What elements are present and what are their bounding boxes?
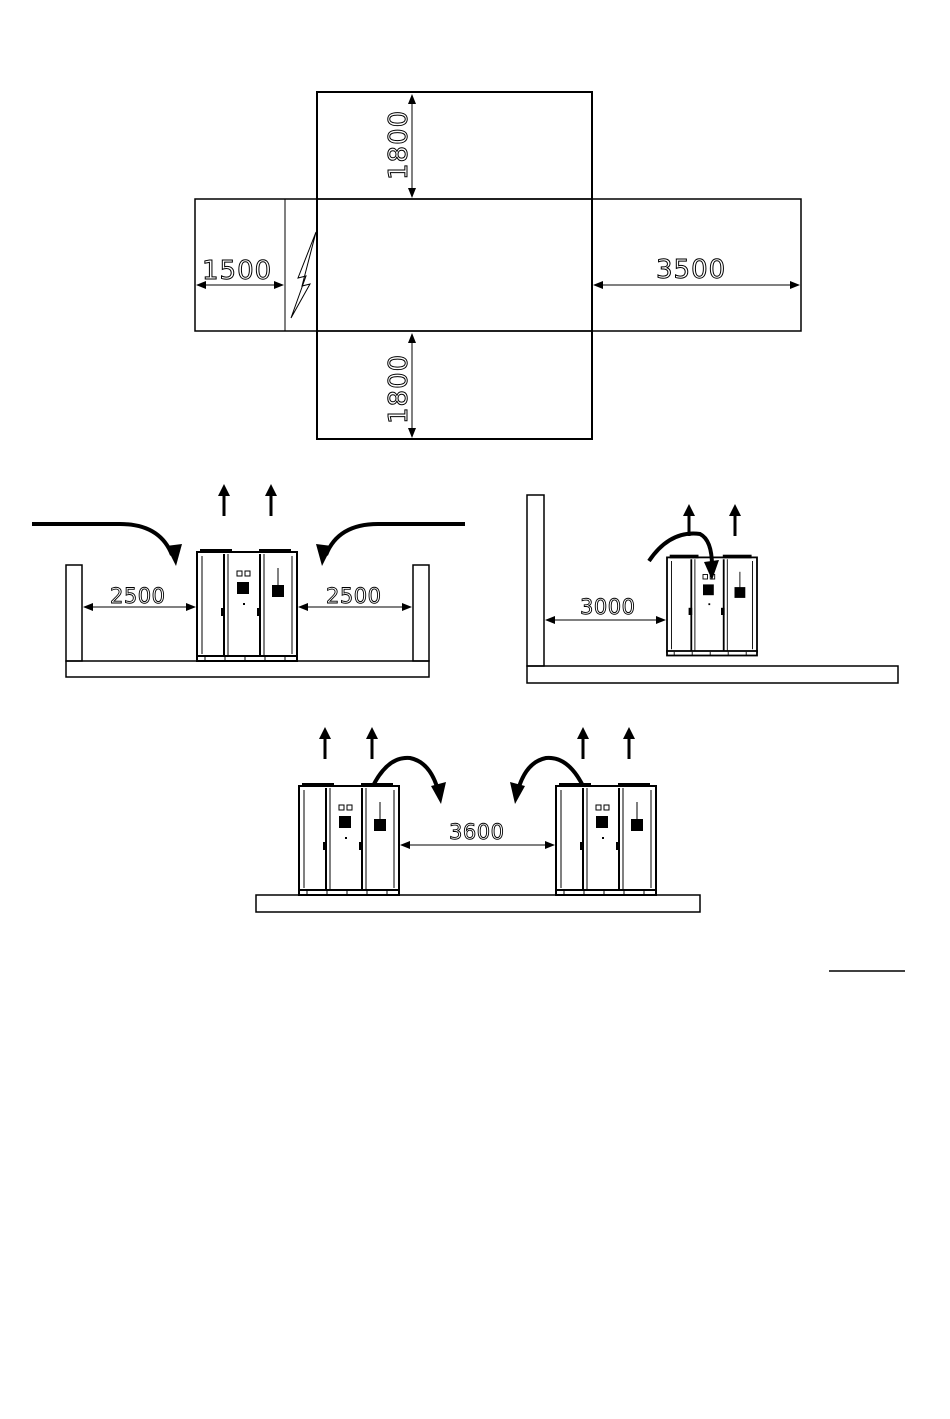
cabinet-right	[556, 783, 656, 895]
intake-arrow-icon	[32, 524, 172, 555]
wall	[527, 495, 544, 666]
exhaust-arrow-icon	[265, 484, 277, 516]
floor	[256, 895, 700, 912]
floor	[66, 661, 429, 677]
cabinet-left	[299, 783, 399, 895]
right-gap-label: 2500	[326, 584, 381, 608]
wall-gap-label: 3000	[580, 595, 635, 619]
top-clearance-zone	[317, 92, 592, 439]
plan-view: 1800 1800 1500 3500	[195, 92, 801, 439]
right-wall	[413, 565, 429, 661]
exhaust-arrow-icon	[319, 727, 331, 759]
floor	[527, 666, 898, 683]
exhaust-arrow-icon	[683, 504, 695, 536]
cabinet	[197, 549, 297, 661]
side-view-one-wall: 3000	[527, 495, 898, 683]
top-clearance-label: 1800	[384, 110, 414, 180]
exhaust-arrow-icon	[623, 727, 635, 759]
left-wall	[66, 565, 82, 661]
intake-arrow-icon	[326, 524, 465, 555]
exhaust-arrow-icon	[577, 727, 589, 759]
side-view-two-walls: 2500 2500	[32, 484, 465, 677]
unit-gap-label: 3600	[449, 820, 504, 844]
side-view-two-units: 3600	[256, 727, 700, 912]
exhaust-arrow-icon	[366, 727, 378, 759]
electrical-hazard-icon	[291, 232, 316, 318]
left-clearance-label: 1500	[202, 256, 272, 286]
right-clearance-label: 3500	[656, 255, 726, 285]
exhaust-arrow-icon	[218, 484, 230, 516]
exhaust-arrow-icon	[729, 504, 741, 536]
bottom-clearance-label: 1800	[384, 354, 414, 424]
left-gap-label: 2500	[110, 584, 165, 608]
